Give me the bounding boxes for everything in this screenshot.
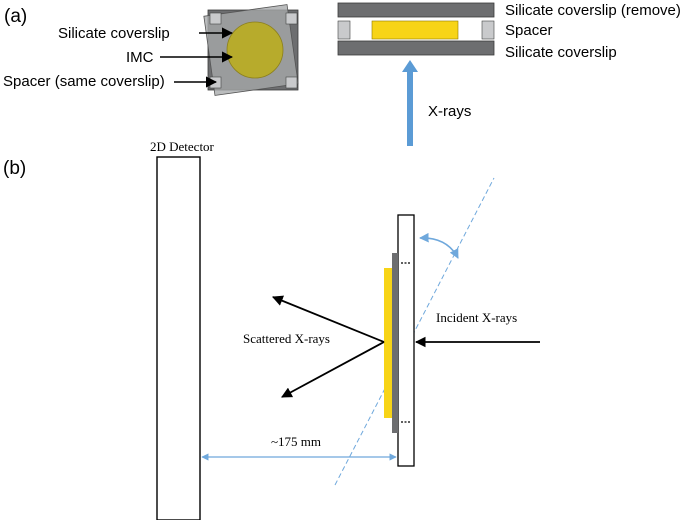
spacer-corner-br — [285, 76, 298, 89]
panel-a-label: (a) — [4, 6, 27, 27]
spacer-corner-tl — [209, 12, 222, 25]
side-sample-layer — [371, 20, 459, 40]
panel-b-label: (b) — [3, 158, 26, 179]
label-distance: ~175 mm — [271, 434, 321, 449]
side-bottom-coverslip — [337, 40, 495, 56]
label-xrays: X-rays — [428, 103, 471, 120]
label-2d-detector: 2D Detector — [150, 139, 215, 154]
sample-imc-layer — [384, 268, 392, 418]
scattered-xray-arrow-up — [271, 295, 385, 343]
label-side-spacer: Spacer — [505, 22, 553, 39]
spacer-corner-tr — [285, 12, 298, 25]
detector-2d — [156, 156, 201, 520]
imc-disc — [226, 21, 284, 79]
side-spacer-left — [337, 20, 351, 40]
side-top-coverslip — [337, 2, 495, 18]
sample-holder-plate — [397, 214, 415, 467]
label-imc: IMC — [126, 49, 154, 66]
label-silicate-coverslip: Silicate coverslip — [58, 25, 170, 42]
side-view-sample — [337, 2, 495, 56]
incidence-angle-arc — [419, 232, 459, 259]
top-view-sample — [203, 4, 299, 96]
scattered-xray-arrow-down — [281, 341, 385, 398]
label-side-coverslip-remove: Silicate coverslip (remove) — [505, 2, 681, 19]
xray-beam-arrow — [402, 60, 418, 146]
label-scattered-xrays: Scattered X-rays — [243, 331, 330, 346]
label-spacer-same-coverslip: Spacer (same coverslip) — [3, 73, 165, 90]
label-side-coverslip: Silicate coverslip — [505, 44, 617, 61]
label-incident-xrays: Incident X-rays — [436, 310, 517, 325]
sample-coverslip — [392, 253, 398, 433]
side-spacer-right — [481, 20, 495, 40]
